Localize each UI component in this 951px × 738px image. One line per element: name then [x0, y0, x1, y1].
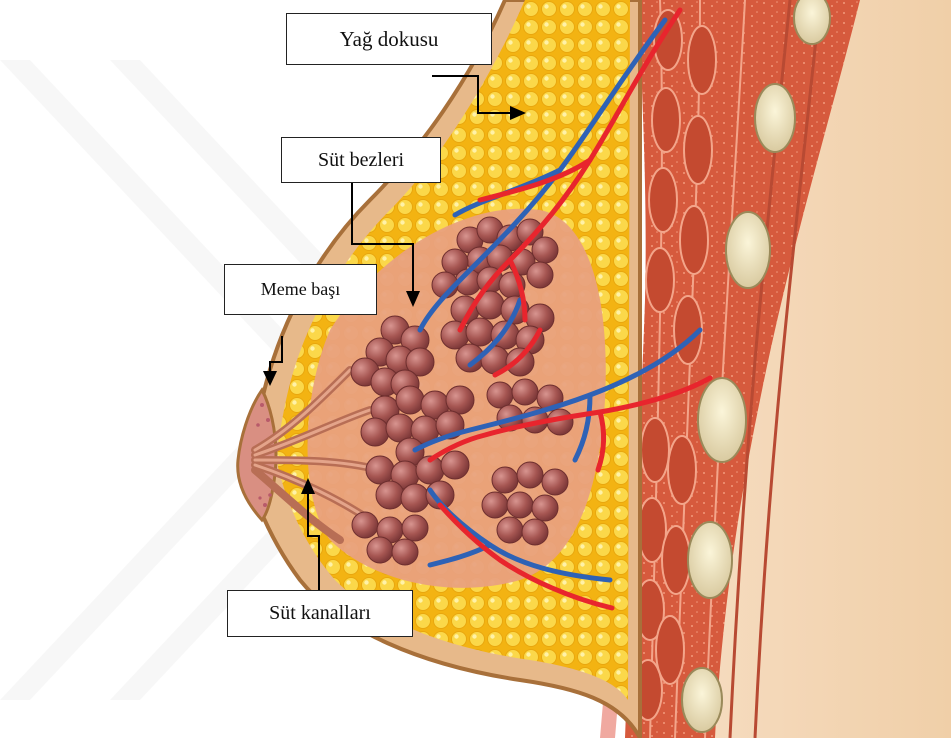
- label-milk-glands: Süt bezleri: [281, 137, 441, 183]
- label-nipple: Meme başı: [224, 264, 377, 315]
- label-fat-tissue: Yağ dokusu: [286, 13, 492, 65]
- label-milk-ducts: Süt kanalları: [227, 590, 413, 637]
